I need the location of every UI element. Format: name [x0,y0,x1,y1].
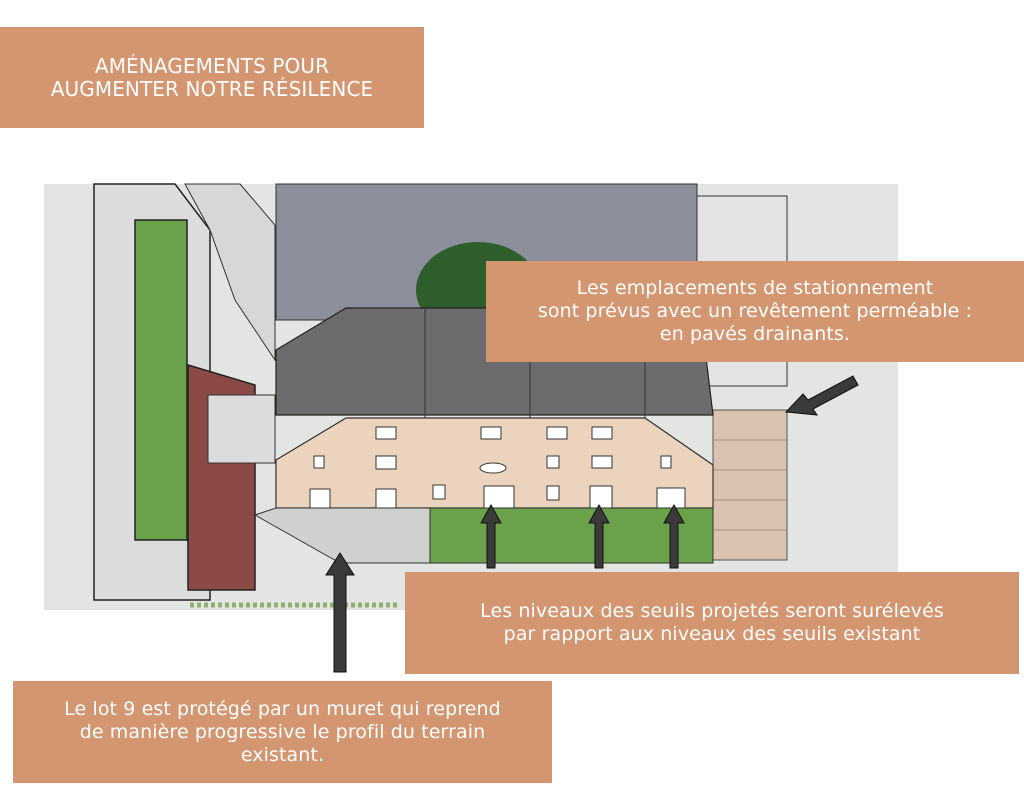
parking-callout: Les emplacements de stationnement sont p… [486,261,1024,362]
draining-pavers [712,409,788,561]
arrow-lawn-left [480,503,502,569]
front-lawn [429,507,714,564]
wall-callout-text: Le lot 9 est protégé par un muret qui re… [64,697,501,766]
arrow-wall [325,552,355,673]
thresholds-callout-text: Les niveaux des seuils projetés seront s… [480,600,944,645]
low-wall-ramp [253,507,431,564]
page-title: AMÉNAGEMENTS POUR AUGMENTER NOTRE RÉSILE… [50,53,374,101]
arrow-lawn-middle [588,503,610,569]
thresholds-callout: Les niveaux des seuils projetés seront s… [405,572,1019,674]
left-path-strip [184,183,276,362]
annex-box [207,394,276,464]
arrow-lawn-right [663,503,685,569]
title-box: AMÉNAGEMENTS POUR AUGMENTER NOTRE RÉSILE… [0,27,424,128]
arrows [325,375,859,673]
wall-callout: Le lot 9 est protégé par un muret qui re… [13,681,552,783]
green-roof-strip [134,219,188,541]
arrow-pavers [784,375,859,416]
parking-callout-text: Les emplacements de stationnement sont p… [537,277,973,345]
facade-windows [309,426,686,509]
